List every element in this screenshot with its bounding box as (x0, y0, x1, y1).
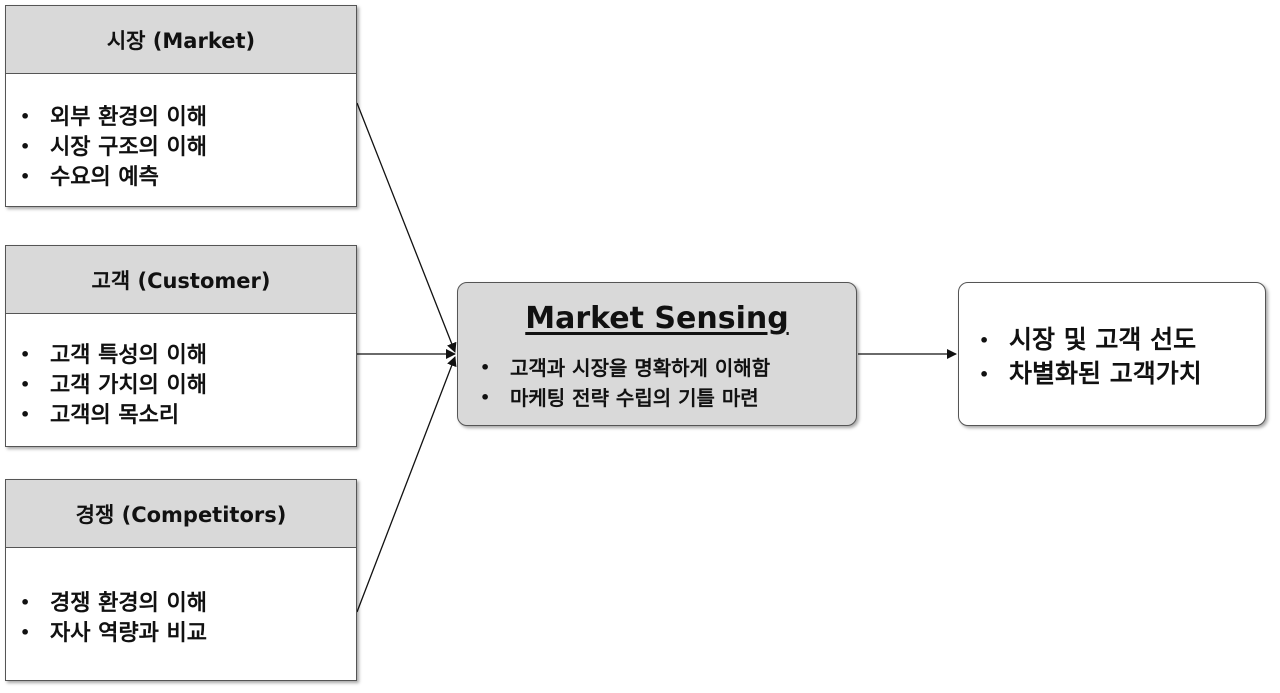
arrow-competitors-to-sensing (356, 356, 457, 613)
market-sensing-title-text: Market Sensing (525, 301, 789, 336)
result-box: 시장 및 고객 선도 차별화된 고객가치 (958, 282, 1266, 426)
list-item: 마케팅 전략 수립의 기틀 마련 (480, 383, 770, 413)
competitors-box-list: 경쟁 환경의 이해 자사 역량과 비교 (20, 588, 207, 648)
list-item: 외부 환경의 이해 (20, 102, 207, 132)
market-sensing-list: 고객과 시장을 명확하게 이해함 마케팅 전략 수립의 기틀 마련 (480, 353, 770, 413)
list-item: 고객과 시장을 명확하게 이해함 (480, 353, 770, 383)
market-sensing-box: Market Sensing 고객과 시장을 명확하게 이해함 마케팅 전략 수… (457, 282, 857, 426)
list-item: 고객 가치의 이해 (20, 370, 207, 400)
list-item: 고객 특성의 이해 (20, 340, 207, 370)
customer-box: 고객 (Customer) 고객 특성의 이해 고객 가치의 이해 고객의 목소… (5, 245, 357, 447)
list-item: 시장 구조의 이해 (20, 132, 207, 162)
competitors-box-title: 경쟁 (Competitors) (6, 480, 356, 548)
market-box: 시장 (Market) 외부 환경의 이해 시장 구조의 이해 수요의 예측 (5, 5, 357, 207)
market-box-list: 외부 환경의 이해 시장 구조의 이해 수요의 예측 (20, 102, 207, 192)
competitors-box: 경쟁 (Competitors) 경쟁 환경의 이해 자사 역량과 비교 (5, 479, 357, 681)
result-list: 시장 및 고객 선도 차별화된 고객가치 (979, 323, 1202, 391)
list-item: 차별화된 고객가치 (979, 357, 1202, 391)
list-item: 경쟁 환경의 이해 (20, 588, 207, 618)
market-sensing-title: Market Sensing (458, 301, 856, 336)
list-item: 자사 역량과 비교 (20, 618, 207, 648)
list-item: 수요의 예측 (20, 162, 207, 192)
list-item: 고객의 목소리 (20, 400, 207, 430)
list-item: 시장 및 고객 선도 (979, 323, 1202, 357)
customer-box-title: 고객 (Customer) (6, 246, 356, 314)
customer-box-list: 고객 특성의 이해 고객 가치의 이해 고객의 목소리 (20, 340, 207, 430)
market-box-title: 시장 (Market) (6, 6, 356, 74)
arrow-market-to-sensing (356, 102, 457, 353)
